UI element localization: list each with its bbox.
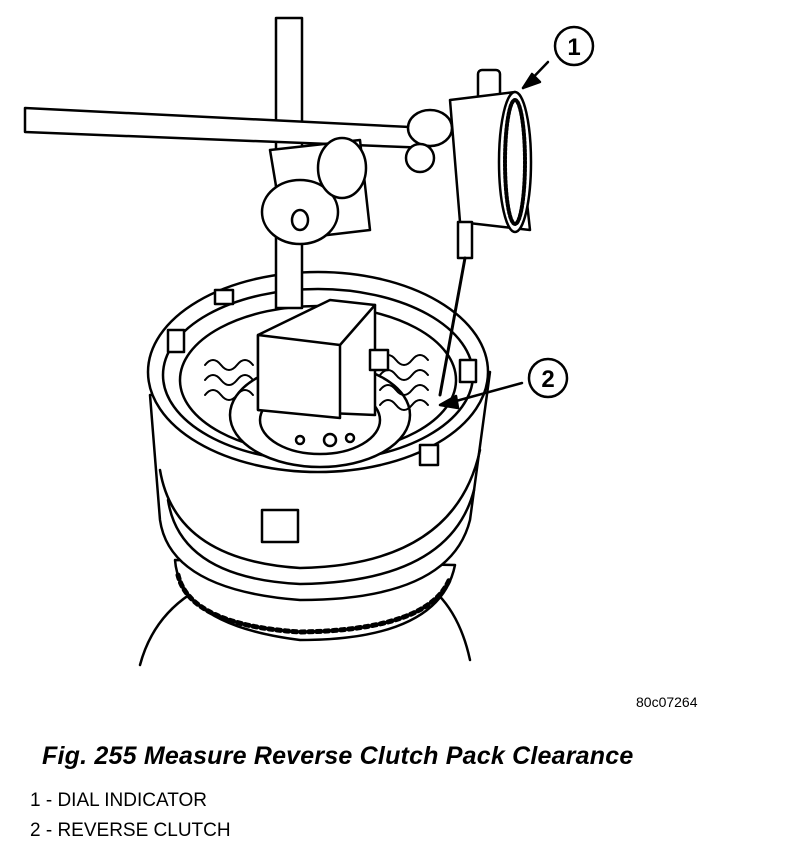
legend-item-dial-indicator: 1 - DIAL INDICATOR <box>30 790 208 811</box>
callout-legend: 1 - DIAL INDICATOR 2 - REVERSE CLUTCH <box>30 786 231 846</box>
horizontal-arm <box>23 106 432 150</box>
callout-2-number: 2 <box>541 366 554 393</box>
callout-2-circle <box>527 357 569 399</box>
dial-indicator <box>438 68 533 397</box>
legend-item-reverse-clutch: 2 - REVERSE CLUTCH <box>30 820 231 841</box>
clamp-block <box>260 136 372 246</box>
figure-caption: Fig. 255 Measure Reverse Clutch Pack Cle… <box>42 742 634 770</box>
technical-illustration: 1 2 <box>23 16 595 667</box>
callout-1-circle <box>553 25 595 67</box>
figure-reference-code: 80c07264 <box>636 694 698 710</box>
callout-1-number: 1 <box>567 34 580 61</box>
magnetic-base <box>256 298 390 420</box>
